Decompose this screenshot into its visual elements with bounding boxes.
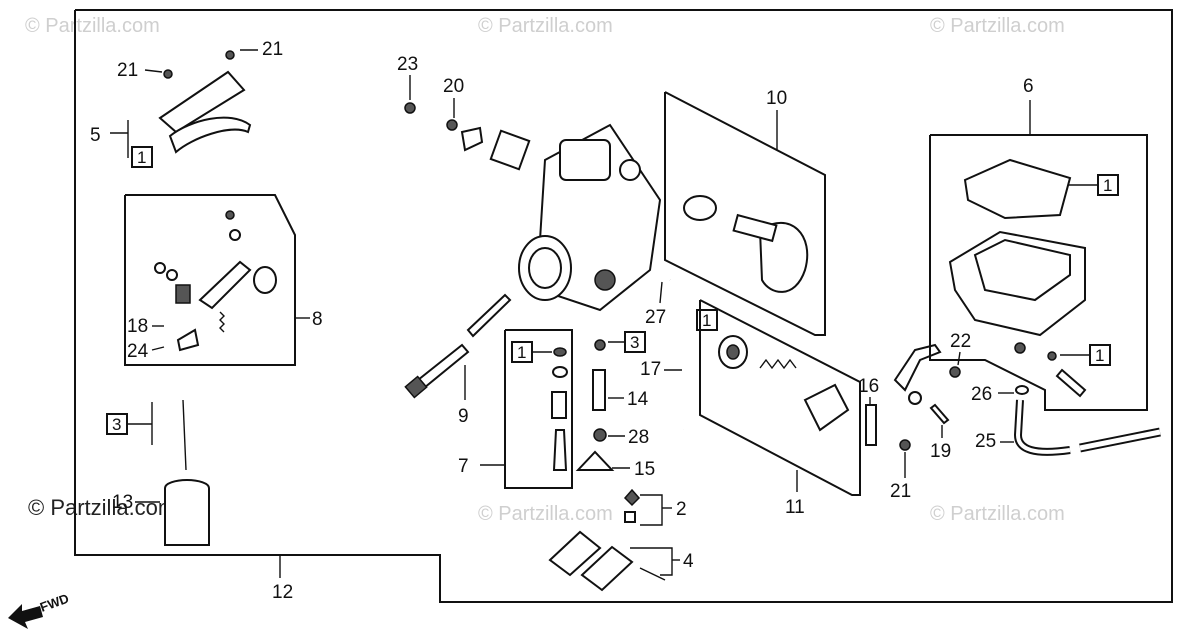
- lever-arm: [893, 343, 942, 405]
- label-part-14: 14: [627, 389, 649, 410]
- label-part-22: 22: [950, 331, 971, 352]
- label-part-12: 12: [272, 582, 293, 603]
- label-part-2: 2: [676, 499, 687, 520]
- part-14-jet: [592, 339, 606, 411]
- watermark-top-right: © Partzilla.com: [930, 15, 1065, 37]
- watermark-bottom-left: © Partzilla.com: [28, 495, 176, 520]
- label-part-23: 23: [397, 54, 418, 75]
- label-part-24: 24: [127, 341, 149, 362]
- watermark-top-center: © Partzilla.com: [478, 15, 613, 37]
- label-part-27: 27: [645, 307, 666, 328]
- box-label-1-d: [696, 309, 718, 331]
- box-label-1-d-text: 1: [702, 311, 711, 330]
- part-19-screw: [929, 403, 950, 425]
- part-7-jets: [551, 347, 568, 471]
- label-part-5: 5: [90, 125, 101, 146]
- part-25-drain-tube: [1013, 399, 1161, 456]
- label-part-21-top-left: 21: [117, 60, 138, 81]
- label-part-10: 10: [766, 88, 787, 109]
- part-22-screw: [949, 366, 961, 378]
- label-part-4: 4: [683, 551, 694, 572]
- label-part-28: 28: [628, 427, 649, 448]
- part-15-float-valve: [575, 450, 615, 471]
- box-label-1-a-text: 1: [137, 148, 146, 167]
- part-8-linkage: [154, 210, 277, 352]
- box-label-1-a: [131, 146, 153, 168]
- part-10-frame: [664, 91, 826, 336]
- part-28-screw: [593, 428, 607, 442]
- part-26-clip: [1015, 385, 1029, 395]
- part-4-float: [548, 530, 666, 592]
- fwd-label: FWD: [38, 591, 71, 615]
- part-5-cover: [158, 50, 252, 154]
- part-7-frame: [504, 329, 573, 489]
- part-2-clip: [623, 488, 641, 523]
- label-part-15: 15: [634, 459, 655, 480]
- part-16-bracket: [865, 404, 877, 446]
- watermark-top-left: © Partzilla.com: [25, 15, 160, 37]
- box-label-1-b-text: 1: [1103, 176, 1112, 195]
- label-part-17: 17: [640, 359, 661, 380]
- label-part-6: 6: [1023, 76, 1034, 97]
- part-6-float-bowl: [948, 158, 1086, 354]
- drain-screw: [1047, 351, 1087, 398]
- fwd-arrow-icon: FWD: [8, 591, 71, 629]
- box-label-3-a-text: 3: [112, 415, 121, 434]
- watermark-mid-center: © Partzilla.com: [478, 503, 613, 525]
- label-part-7: 7: [458, 456, 469, 477]
- label-part-16: 16: [858, 376, 879, 397]
- box-label-1-c-text: 1: [517, 343, 526, 362]
- part-10-cover: [683, 195, 809, 293]
- label-part-13: 13: [112, 492, 133, 513]
- label-part-21-top-right: 21: [262, 39, 283, 60]
- part-8-frame: [124, 194, 296, 366]
- part-13-slide: [164, 399, 210, 546]
- label-part-8: 8: [312, 309, 323, 330]
- label-part-26: 26: [971, 384, 992, 405]
- part-11-frame: [699, 299, 861, 496]
- carburetor-body: [404, 102, 662, 312]
- label-part-18: 18: [127, 316, 148, 337]
- label-part-21-bottom: 21: [890, 481, 911, 502]
- label-part-25: 25: [975, 431, 996, 452]
- box-label-1-e-text: 1: [1095, 346, 1104, 365]
- label-part-11: 11: [785, 497, 805, 518]
- watermark-mid-right: © Partzilla.com: [930, 503, 1065, 525]
- part-6-frame: [929, 134, 1148, 411]
- part-21-screw: [899, 439, 911, 451]
- part-9-adjuster: [404, 293, 512, 399]
- box-label-3-b-text: 3: [630, 333, 639, 352]
- label-part-9: 9: [458, 406, 469, 427]
- part-11-pump: [718, 335, 850, 432]
- assembly-frame: [74, 9, 1173, 603]
- label-part-20: 20: [443, 76, 464, 97]
- label-part-19: 19: [930, 441, 951, 462]
